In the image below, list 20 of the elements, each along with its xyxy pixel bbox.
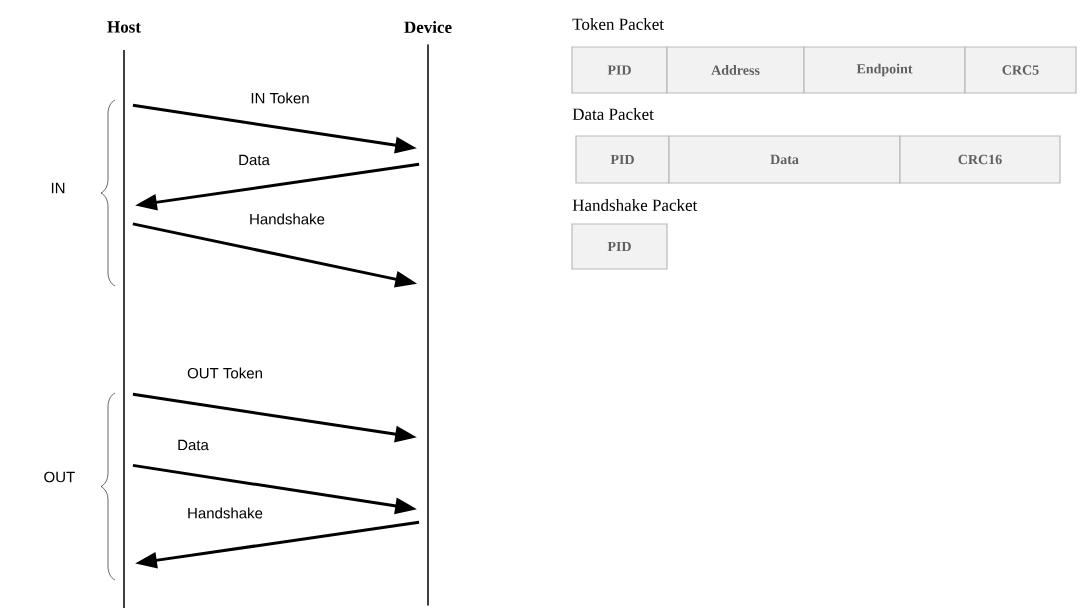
edge-label: IN Token bbox=[249, 91, 311, 105]
packet-title: Token Packet bbox=[572, 18, 664, 30]
packet-title: Data Packet bbox=[572, 108, 654, 120]
packet-field: CRC16 bbox=[899, 135, 1061, 184]
packet-field: PID bbox=[575, 135, 670, 184]
edge-label: Handshake bbox=[248, 212, 326, 226]
packet-title: Handshake Packet bbox=[572, 199, 698, 211]
packet-field: PID bbox=[571, 46, 668, 94]
edge-label: Data bbox=[176, 438, 210, 452]
edge-label: Data bbox=[237, 153, 271, 167]
edge-label: OUT Token bbox=[186, 366, 264, 380]
participant-label: Device bbox=[404, 21, 452, 33]
packet-field: CRC5 bbox=[964, 46, 1077, 94]
group-label: OUT bbox=[44, 471, 75, 483]
packet-field: Endpoint bbox=[803, 46, 966, 94]
edge-label: Handshake bbox=[186, 506, 264, 520]
packet-field: Address bbox=[666, 46, 805, 94]
packet-field: PID bbox=[571, 223, 668, 270]
group-label: IN bbox=[51, 182, 65, 194]
participant-label: Host bbox=[107, 21, 141, 33]
